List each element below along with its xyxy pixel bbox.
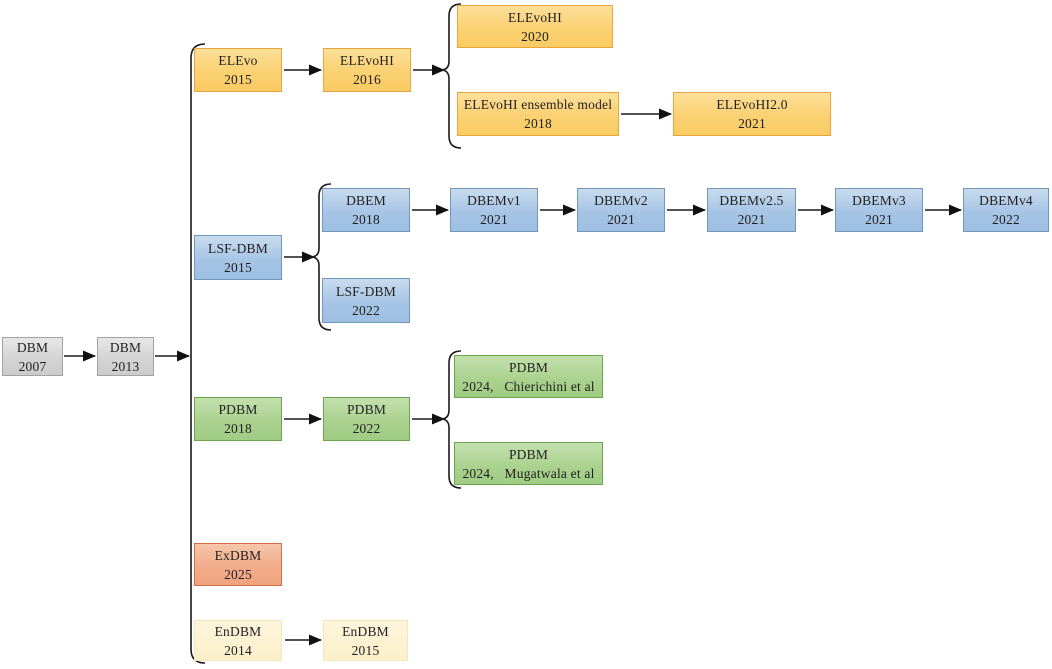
node-dbemv2-2021: DBEMv2 2021 (577, 188, 665, 232)
node-exdbm-2025: ExDBM 2025 (194, 543, 282, 586)
node-label: DBEMv4 (979, 193, 1033, 208)
node-label: EnDBM (214, 623, 262, 639)
node-label: DBEMv2.5 (719, 193, 784, 208)
node-dbemv1-2021: DBEMv1 2021 (450, 188, 538, 232)
node-year: 2020 (521, 28, 549, 44)
node-label: ELEvoHI (508, 9, 562, 25)
node-dbm-2013: DBM 2013 (97, 337, 154, 376)
node-elevohi2-0-2021: ELEvoHI2.0 2021 (673, 92, 831, 136)
node-year: 2021 (737, 212, 766, 227)
node-year: 2016 (353, 72, 381, 87)
node-pdbm-2018: PDBM 2018 (194, 397, 282, 441)
node-endbm-2014: EnDBM 2014 (194, 620, 282, 661)
node-label: ELEvoHI ensemble model (463, 97, 613, 112)
node-year: 2021 (480, 212, 508, 227)
node-lsfdbm-2022: LSF-DBM 2022 (322, 278, 410, 323)
node-label: DBM (16, 339, 49, 355)
node-year: 2021 (607, 212, 635, 227)
node-label: DBEMv1 (467, 193, 521, 208)
node-elevohi-2020: ELEvoHI 2020 (457, 5, 613, 48)
node-year: 2014 (224, 642, 252, 658)
node-year: 2007 (18, 358, 47, 374)
node-pdbm-2024-chierichini: PDBM 2024, Chierichini et al (454, 355, 603, 398)
node-year: 2015 (351, 642, 380, 658)
node-label: PDBM (218, 402, 258, 417)
node-label: PDBM (346, 402, 387, 417)
node-year: 2021 (738, 116, 766, 131)
node-year: 2015 (224, 72, 252, 87)
node-dbemv3-2021: DBEMv3 2021 (835, 188, 923, 232)
node-label: PDBM (508, 446, 549, 462)
node-dbem-2018: DBEM 2018 (322, 188, 410, 232)
node-label: LSF-DBM (208, 240, 268, 256)
node-year: 2022 (352, 302, 380, 318)
node-label: ELEvo (218, 53, 258, 68)
node-label: ExDBM (214, 547, 262, 563)
node-elevo-2015: ELEvo 2015 (194, 48, 282, 92)
node-label: LSF-DBM (336, 283, 396, 299)
node-year: 2024, Chierichini et al (462, 378, 595, 394)
node-year: 2013 (111, 358, 140, 374)
node-elevohi-ensemble-2018: ELEvoHI ensemble model 2018 (457, 92, 619, 136)
node-dbemv4-2022: DBEMv4 2022 (963, 188, 1049, 232)
node-dbemv2-5-2021: DBEMv2.5 2021 (707, 188, 796, 232)
node-year: 2024, Mugatwala et al (462, 465, 595, 481)
node-year: 2018 (524, 116, 552, 131)
node-label: DBEM (346, 193, 386, 208)
node-year: 2022 (352, 421, 381, 436)
node-label: PDBM (508, 359, 549, 375)
node-year: 2025 (224, 566, 252, 582)
node-lsfdbm-2015: LSF-DBM 2015 (194, 235, 282, 280)
node-year: 2018 (224, 421, 252, 436)
node-pdbm-2024-mugatwala: PDBM 2024, Mugatwala et al (454, 442, 603, 485)
node-year: 2022 (992, 212, 1020, 227)
node-year: 2015 (224, 259, 252, 275)
node-label: DBM (109, 339, 142, 355)
node-year: 2018 (352, 212, 380, 227)
node-dbm-2007: DBM 2007 (2, 337, 63, 376)
node-endbm-2015: EnDBM 2015 (323, 620, 408, 661)
node-label: ELEvoHI2.0 (716, 97, 788, 112)
node-year: 2021 (865, 212, 893, 227)
node-pdbm-2022: PDBM 2022 (323, 397, 410, 441)
node-label: EnDBM (342, 623, 389, 639)
node-label: ELEvoHI (340, 53, 394, 68)
node-label: DBEMv2 (594, 193, 648, 208)
node-label: DBEMv3 (852, 193, 906, 208)
node-elevohi-2016: ELEvoHI 2016 (323, 48, 411, 92)
